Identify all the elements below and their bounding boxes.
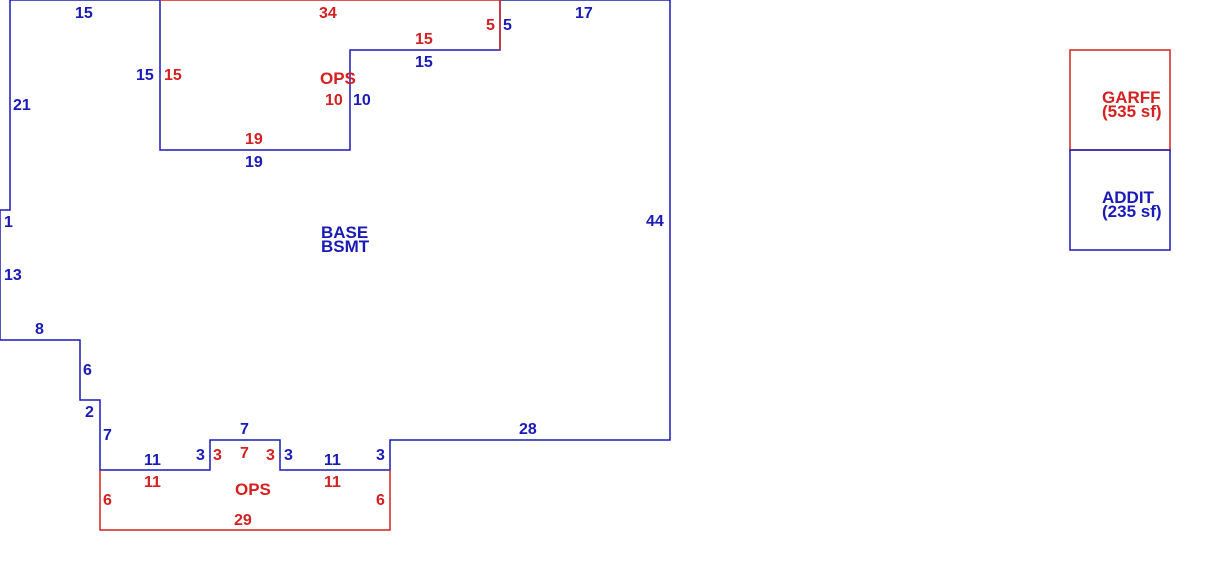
dim-red-bot-seg-2: 3 xyxy=(213,447,222,464)
dim-red-bot-right: 6 xyxy=(376,492,385,509)
addit-legend-name: ADDIT xyxy=(1102,188,1155,207)
dim-bottom-seg-3: 7 xyxy=(240,421,249,438)
garage-legend-sf: (535 sf) xyxy=(1102,102,1162,121)
dim-left-jog: 1 xyxy=(4,214,13,231)
ops-bottom-outline xyxy=(99,470,391,531)
dim-left-upper: 21 xyxy=(13,97,31,114)
dim-bottom-right: 28 xyxy=(519,421,537,438)
dim-bottom-seg-4: 3 xyxy=(284,447,293,464)
dim-step-c: 2 xyxy=(85,404,94,421)
dim-bottom-seg-2: 3 xyxy=(196,447,205,464)
dim-red-ops-bottom: 19 xyxy=(245,131,263,148)
base-label: BASE xyxy=(321,223,368,242)
garage-legend-name: GARFF xyxy=(1102,88,1161,107)
dim-red-bot-seg-1: 11 xyxy=(144,474,161,491)
dim-bottom-seg-6: 3 xyxy=(376,447,385,464)
dim-red-bot-seg-5: 11 xyxy=(324,474,341,491)
dim-step-a: 8 xyxy=(35,321,44,338)
dim-red-ops-right: 10 xyxy=(325,92,343,109)
addit-legend-box xyxy=(1069,149,1171,251)
dim-ops-left: 15 xyxy=(136,67,154,84)
ops-top-outline xyxy=(160,0,501,50)
dim-red-ops-top: 34 xyxy=(319,5,337,22)
base-outline xyxy=(0,0,671,471)
dim-red-ops-step: 15 xyxy=(415,31,433,48)
dim-left-lower: 13 xyxy=(4,267,22,284)
dim-ops-step: 15 xyxy=(415,54,433,71)
ops-top-label: OPS xyxy=(320,69,356,88)
dim-step-b: 6 xyxy=(83,362,92,379)
dim-bottom-seg-5: 11 xyxy=(324,452,341,469)
dim-top-left: 15 xyxy=(75,5,93,22)
dim-red-bot-seg-3: 7 xyxy=(240,445,249,462)
dim-red-bot-left: 6 xyxy=(103,492,112,509)
bsmt-label: BSMT xyxy=(321,237,370,256)
dim-red-bot-seg-4: 3 xyxy=(266,447,275,464)
dim-step-d: 7 xyxy=(103,427,112,444)
dim-top-right: 17 xyxy=(575,5,593,22)
dim-red-ops-notch: 5 xyxy=(486,17,495,34)
addit-legend-sf: (235 sf) xyxy=(1102,202,1162,221)
ops-bottom-label: OPS xyxy=(235,480,271,499)
dim-top-notch: 5 xyxy=(503,17,512,34)
dim-red-ops-left: 15 xyxy=(164,67,182,84)
dim-red-bot-total: 29 xyxy=(234,512,252,529)
dim-ops-right: 10 xyxy=(353,92,371,109)
dim-right-side: 44 xyxy=(646,213,664,230)
dim-bottom-seg-1: 11 xyxy=(144,452,161,469)
dim-ops-bottom: 19 xyxy=(245,154,263,171)
